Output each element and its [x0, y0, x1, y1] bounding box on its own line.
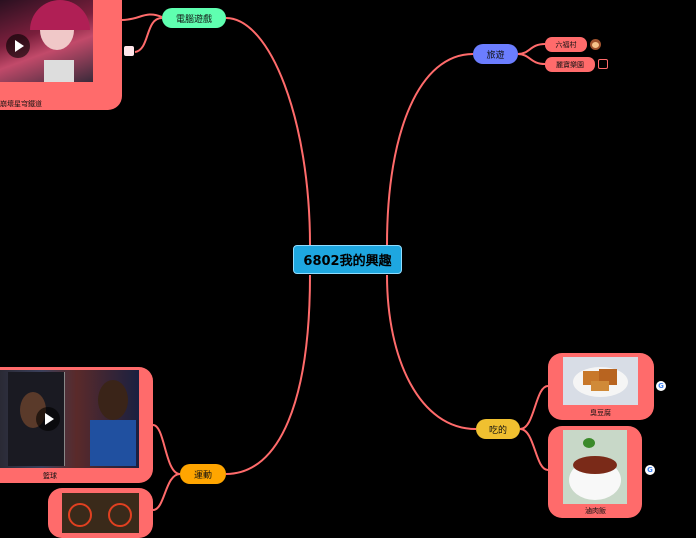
- travel-item-label: 六福村: [555, 40, 577, 49]
- sports-image-card-2[interactable]: [48, 488, 153, 538]
- central-topic-label: 6802我的興趣: [303, 254, 392, 269]
- food-caption-braised-pork-rice: 滷肉飯: [585, 507, 606, 515]
- games-image-card[interactable]: 崩壞星穹鐵道: [0, 0, 122, 110]
- branch-travel[interactable]: 旅遊: [473, 44, 518, 64]
- braised-pork-rice-image: [563, 430, 627, 504]
- food-card-braised-pork-rice[interactable]: 滷肉飯: [548, 426, 642, 518]
- travel-item-lihpao[interactable]: 麗寶樂園: [545, 57, 595, 72]
- sports-image-card[interactable]: 籃球: [0, 367, 153, 483]
- central-topic[interactable]: 6802我的興趣: [293, 245, 402, 274]
- branch-sports-label: 運動: [193, 470, 212, 481]
- branch-travel-label: 旅遊: [486, 50, 505, 61]
- food-caption-stinky-tofu: 臭豆腐: [590, 409, 611, 417]
- monkey-icon: [590, 39, 601, 50]
- branch-games[interactable]: 電腦遊戲: [162, 8, 226, 28]
- bicycle-image: [62, 493, 139, 533]
- play-icon[interactable]: [6, 34, 30, 58]
- branch-food-label: 吃的: [488, 425, 507, 436]
- connector-lines: [121, 13, 549, 511]
- stinky-tofu-image: [563, 357, 638, 405]
- branch-sports[interactable]: 運動: [180, 464, 226, 484]
- branch-food[interactable]: 吃的: [476, 419, 520, 439]
- travel-item-liufu[interactable]: 六福村: [545, 37, 587, 52]
- food-card-stinky-tofu[interactable]: 臭豆腐: [548, 353, 654, 420]
- games-caption: 崩壞星穹鐵道: [0, 100, 42, 108]
- play-icon[interactable]: [36, 407, 60, 431]
- google-icon[interactable]: G: [645, 465, 655, 475]
- branch-games-label: 電腦遊戲: [175, 14, 212, 25]
- sports-caption: 籃球: [43, 472, 57, 480]
- link-icon[interactable]: [598, 59, 608, 69]
- travel-item-label: 麗寶樂園: [556, 60, 584, 69]
- basketball-image: [0, 370, 139, 468]
- emoji-icon: [124, 46, 134, 56]
- google-icon[interactable]: G: [656, 381, 666, 391]
